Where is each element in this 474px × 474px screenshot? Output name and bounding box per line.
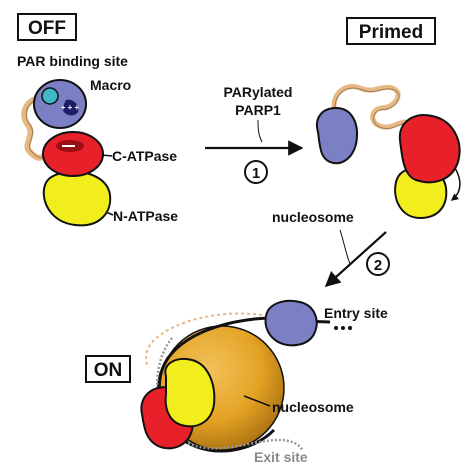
off-label: OFF (28, 18, 66, 39)
step2-circle (366, 252, 390, 276)
on-linker-dotted (145, 312, 263, 369)
par-binding-site (41, 87, 59, 105)
macro-label: Macro (90, 77, 131, 93)
on-state-box: ON (85, 355, 131, 383)
on-n-atpase (164, 358, 216, 428)
nucleosome-pointer (339, 229, 351, 265)
nucleosome-bottom-pointer (243, 395, 271, 407)
par-binding-site-label: PAR binding site (17, 53, 128, 69)
parylated-label-line1: PARylated (224, 84, 293, 100)
nucleosome-label-bottom: nucleosome (272, 399, 354, 415)
off-linker (21, 95, 48, 161)
dna-dot-2 (341, 326, 345, 330)
primed-conformation-arrow (450, 167, 461, 201)
step2-number: 2 (374, 257, 382, 274)
exit-site-label: Exit site (254, 449, 308, 465)
c-atpase-label: C-ATPase (112, 148, 177, 164)
parylated-label-line2: PARP1 (235, 102, 281, 118)
on-label: ON (94, 360, 123, 381)
dna-dot-3 (348, 326, 352, 330)
n-atpase-label: N-ATPase (113, 208, 178, 224)
primed-linker (331, 84, 408, 130)
nucleosome-label-top: nucleosome (272, 209, 354, 225)
macro-charges: + + + (61, 103, 80, 112)
off-c-atpase (42, 131, 104, 177)
primed-state-box: Primed (346, 17, 436, 45)
primed-macro-domain (316, 106, 358, 165)
parylated-pointer (257, 119, 263, 143)
dna-dot-1 (334, 326, 338, 330)
on-macro-domain (264, 299, 318, 347)
primed-c-atpase (398, 114, 461, 184)
step1-number: 1 (252, 165, 260, 182)
off-n-atpase (42, 170, 112, 227)
off-state-box: OFF (17, 13, 77, 41)
entry-site-label: Entry site (324, 305, 388, 321)
primed-label: Primed (359, 22, 423, 43)
step2-arrow (324, 231, 387, 288)
step1-circle (244, 160, 268, 184)
